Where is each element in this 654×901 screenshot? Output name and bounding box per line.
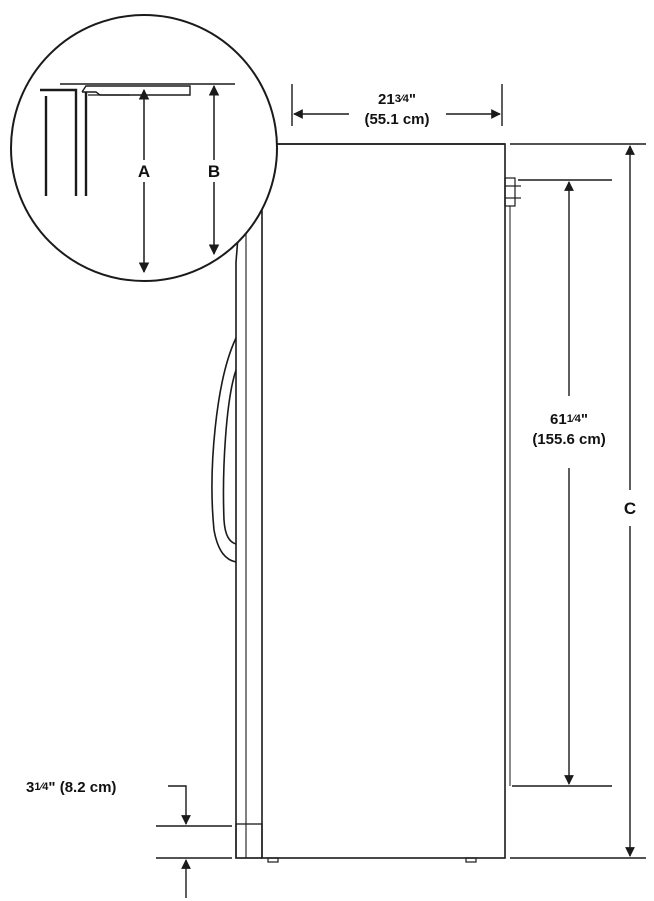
- dimension-letter-c: C: [624, 499, 636, 518]
- dimension-letter-a: A: [138, 162, 150, 181]
- cabinet-outline: [261, 143, 506, 859]
- base-clearance-label: 31⁄4" (8.2 cm): [26, 779, 116, 796]
- refrigerator-body: [235, 143, 521, 863]
- overall-height-dimension: [510, 143, 646, 859]
- width-dimension: [291, 84, 503, 126]
- door-handle: [211, 337, 237, 563]
- detail-cabinet-top: [81, 85, 191, 96]
- door-panel: [235, 149, 262, 859]
- rear-bracket: [504, 177, 516, 207]
- detail-door-top: [40, 88, 78, 196]
- height-metric-label: (155.6 cm): [532, 431, 605, 448]
- base-clearance-leader: [168, 785, 191, 825]
- rear-foot: [465, 857, 477, 863]
- base-clearance-dimension: [156, 785, 232, 898]
- height-imperial-label: 611⁄4": [550, 411, 588, 428]
- width-metric-label: (55.1 cm): [364, 111, 429, 128]
- height-dimension: [512, 179, 612, 787]
- detail-magnifier: A B: [10, 14, 278, 282]
- base-grille: [235, 823, 263, 859]
- dimension-letter-b: B: [208, 162, 220, 181]
- width-imperial-label: 213⁄4": [378, 91, 416, 108]
- front-foot: [267, 857, 279, 863]
